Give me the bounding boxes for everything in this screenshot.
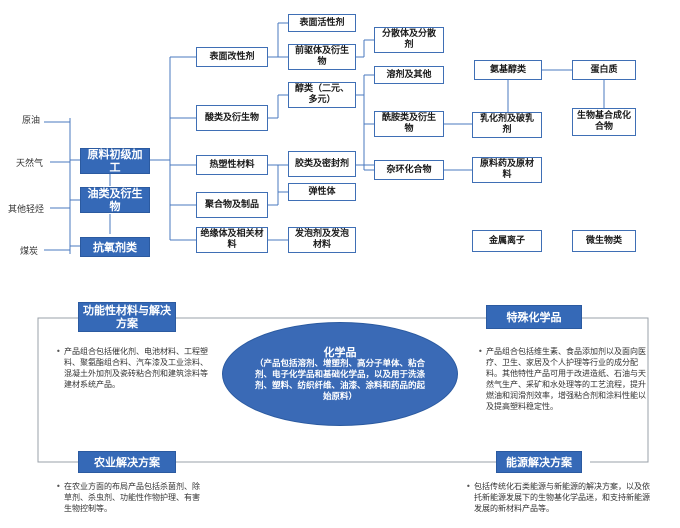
source-label: 煤炭 [20, 247, 39, 257]
metal-ions-node: 金属离子 [472, 230, 542, 252]
elastomer-node: 弹性体 [288, 183, 356, 201]
pharma-node: 原料药及原材料 [472, 157, 542, 183]
chemicals-center-ellipse: 化学品 （产品包括溶剂、增塑剂、高分子单体、粘合剂、电子化学品和基础化学品，以及… [222, 322, 458, 426]
ammonia-alcohol-node: 氨基醇类 [474, 60, 542, 80]
surfactant-node: 表面活性剂 [288, 14, 356, 32]
raw-processing-node: 原料初级加工 [80, 148, 150, 174]
energy-solutions-title: 能源解决方案 [496, 451, 582, 473]
source-label: 天然气 [16, 159, 44, 169]
center-description: （产品包括溶剂、增塑剂、高分子单体、粘合剂、电子化学品和基础化学品，以及用于洗涤… [254, 358, 425, 402]
solvents-node: 溶剂及其他 [374, 66, 444, 84]
insulation-node: 绝缘体及相关材料 [196, 227, 268, 253]
source-label: 其他轻烃 [8, 205, 45, 215]
microbes-node: 微生物类 [572, 230, 636, 252]
foaming-node: 发泡剂及发泡材料 [288, 227, 356, 253]
alcohols-node: 醇类（二元、多元） [288, 82, 356, 108]
thermoplastics-node: 热塑性材料 [196, 155, 268, 175]
glues-node: 胶类及密封剂 [288, 151, 356, 177]
protein-node: 蛋白质 [572, 60, 636, 80]
acids-node: 酸类及衍生物 [196, 105, 268, 131]
agriculture-solutions-text: 在农业方面的布局产品包括杀菌剂、除草剂、杀虫剂、功能性作物护理、有害生物控制等。 [56, 481, 206, 514]
functional-materials-title: 功能性材料与解决方案 [78, 302, 176, 332]
bio-compounds-node: 生物基合成化合物 [572, 108, 636, 136]
polymers-node: 聚合物及制品 [196, 192, 268, 218]
heterocyclic-node: 杂环化合物 [374, 160, 444, 180]
antioxidants-node: 抗氧剂类 [80, 237, 150, 257]
emulsifier-node: 乳化剂及破乳剂 [472, 112, 542, 138]
energy-solutions-text: 包括传统化石类能源与新能源的解决方案，以及依托新能源发展下的生物基化学品迷，和支… [466, 481, 652, 514]
specialty-chemicals-title: 特殊化学品 [486, 305, 582, 329]
surface-modifier-node: 表面改性剂 [196, 47, 268, 67]
specialty-chemicals-text: 产品组合包括维生素、食品添加剂以及面向医疗、卫生、家居及个人护理等行业的成分配料… [478, 346, 648, 412]
agriculture-solutions-title: 农业解决方案 [78, 451, 176, 473]
precursor-node: 前驱体及衍生物 [288, 44, 356, 70]
amides-node: 酰胺类及衍生物 [374, 111, 444, 137]
oil-derivatives-node: 油类及衍生物 [80, 187, 150, 213]
dispersant-node: 分散体及分散剂 [374, 27, 444, 53]
source-label: 原油 [22, 116, 41, 126]
center-title: 化学品 [323, 345, 357, 359]
functional-materials-text: 产品组合包括催化剂、电池材料、工程塑料、聚氨酯组合料、汽车漆及工业涂料、混凝土外… [56, 346, 210, 390]
